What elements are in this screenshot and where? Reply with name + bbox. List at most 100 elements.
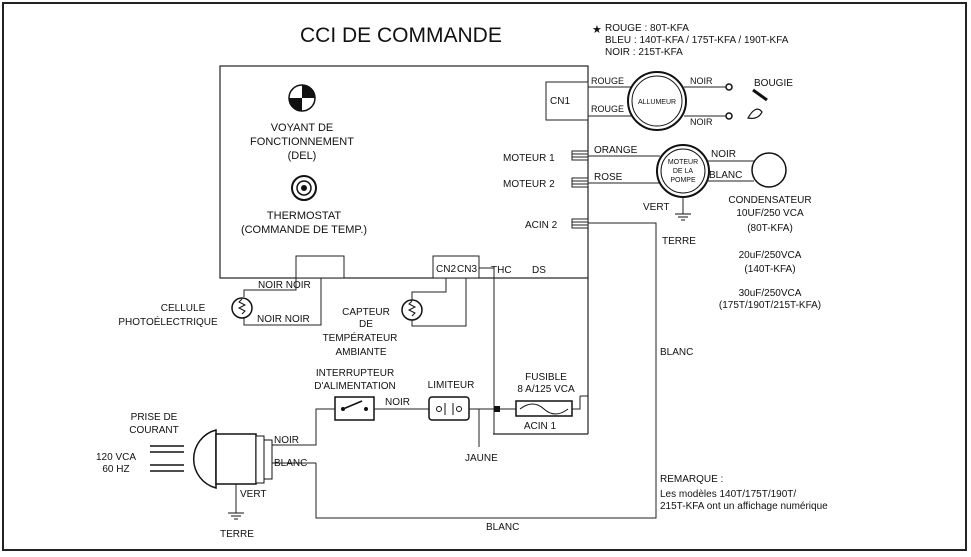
capacitor-model-3: (175T/190T/215T-KFA) [719,300,821,311]
switch-wire-label: NOIR [385,397,410,408]
capacitor-model-2: (140T-KFA) [744,264,795,275]
capacitor-title: CONDENSATEUR [728,195,811,206]
cn3-label: CN3 [457,264,477,275]
remark-line-1: Les modèles 140T/175T/190T/ [660,489,796,500]
thc-wire [479,267,495,435]
motor-wire-orange-label: ORANGE [594,145,638,156]
cn2-connector [432,255,480,279]
motor1-terminal [571,150,589,161]
motor-out-top-label: NOIR [711,149,736,160]
capacitor-icon [751,152,787,188]
igniter-icon [627,71,687,131]
remark-title: REMARQUE : [660,474,723,485]
switch-noir-wire [278,408,335,446]
thermostat-label-2: (COMMANDE DE TEMP.) [241,224,367,236]
igniter-wire-label-bot: ROUGE [591,104,624,114]
switch-label-2: D'ALIMENTATION [314,381,396,392]
switch-label-1: INTERRUPTEUR [316,368,394,379]
photo-wire-bot-label: NOIR NOIR [257,314,310,325]
capacitor-value-1: 10UF/250 VCA [736,208,804,219]
cn1-connector [545,81,589,121]
capacitor-model-1: (80T-KFA) [747,223,793,234]
capacitor-value-2: 20uF/250VCA [739,250,802,261]
thermostat-icon [291,175,317,201]
pump-motor-label-1: MOTEUR [668,159,698,166]
igniter-out-label-top: NOIR [690,76,713,86]
remark-line-2: 215T-KFA ont un affichage numérique [660,501,828,512]
pump-motor-label-3: POMPE [670,177,696,184]
diagram-border [2,2,967,551]
thc-label: THC [491,265,512,276]
temp-sensor-label-1: CAPTEUR [342,307,390,318]
led-label-2: FONCTIONNEMENT [250,136,354,148]
limiter-label: LIMITEUR [428,380,475,391]
capacitor-value-3: 30uF/250VCA [739,288,802,299]
plug-ground-wire-label: VERT [240,489,267,500]
fuse-label-2: 8 A/125 VCA [517,384,575,395]
motor-out-bot-label: BLANC [709,170,742,181]
power-switch-icon [334,396,375,421]
motor1-label: MOTEUR 1 [503,153,555,164]
spark-plug-icon [725,83,768,120]
acin2-label: ACIN 2 [525,220,558,231]
temp-sensor-label-4: AMBIANTE [335,347,386,358]
motor2-label: MOTEUR 2 [503,179,555,190]
temp-sensor-icon [401,299,423,321]
photocell-label-1: CELLULE [161,303,206,314]
control-board [219,65,589,279]
spark-plug-label: BOUGIE [754,78,793,89]
led-icon [288,84,316,112]
jaune-label: JAUNE [465,453,498,464]
temp-sensor-label-2: DE [359,319,373,330]
acin1-label: ACIN 1 [524,421,557,432]
led-label-1: VOYANT DE [271,122,334,134]
fuse-icon [515,400,573,417]
temp-wire-b [411,278,467,327]
voltage-label-2: 60 HZ [102,464,129,475]
motor-ground-wire-label: VERT [643,202,670,213]
plug-ground-icon [228,512,244,520]
junction-node [494,406,500,412]
photo-connector [295,255,345,279]
color-note-star: ★ [592,24,602,36]
photo-wire-top [243,278,297,297]
temp-sensor-label-3: TEMPÉRATEUR [323,331,398,344]
photocell-icon [231,297,253,319]
photo-wire-bot [243,278,322,326]
fuse-label-1: FUSIBLE [525,372,567,383]
motor-ground-icon [675,213,691,221]
plug-blanc-label: BLANC [274,458,307,469]
plug-label-2: COURANT [129,425,178,436]
color-note-line-2: BLEU : 140T-KFA / 175T-KFA / 190T-KFA [605,35,789,46]
igniter-out-label-bot: NOIR [690,117,713,127]
photo-wire-top-label: NOIR NOIR [258,280,311,291]
acin2-terminal [571,218,589,229]
cn1-label: CN1 [550,96,570,107]
plug-noir-label: NOIR [274,435,299,446]
igniter-wire-label-top: ROUGE [591,76,624,86]
plug-ground-label: TERRE [220,529,254,540]
photocell-label-2: PHOTOÉLECTRIQUE [118,315,218,328]
fuse-to-board-wire [572,396,581,410]
ds-label: DS [532,265,546,276]
motor2-terminal [571,177,589,188]
pump-motor-label-2: DE LA [673,168,694,175]
acin2-wire [315,222,657,519]
diagram-title: CCI DE COMMANDE [300,24,502,47]
igniter-label: ALLUMEUR [638,99,676,106]
plug-icon [150,429,278,489]
color-note-line-1: ROUGE : 80T-KFA [605,23,689,34]
blanc-bottom-label: BLANC [486,522,519,533]
plug-label-1: PRISE DE [131,412,178,423]
motor-wire-rose-label: ROSE [594,172,623,183]
blanc-right-label: BLANC [660,347,693,358]
motor-ground-label: TERRE [662,236,696,247]
color-note-line-3: NOIR : 215T-KFA [605,47,683,58]
led-label-3: (DEL) [288,150,317,162]
thermostat-label-1: THERMOSTAT [267,210,341,222]
temp-wire-a [411,278,447,300]
cn2-label: CN2 [436,264,456,275]
limiter-icon [428,396,470,421]
voltage-label-1: 120 VCA [96,452,136,463]
